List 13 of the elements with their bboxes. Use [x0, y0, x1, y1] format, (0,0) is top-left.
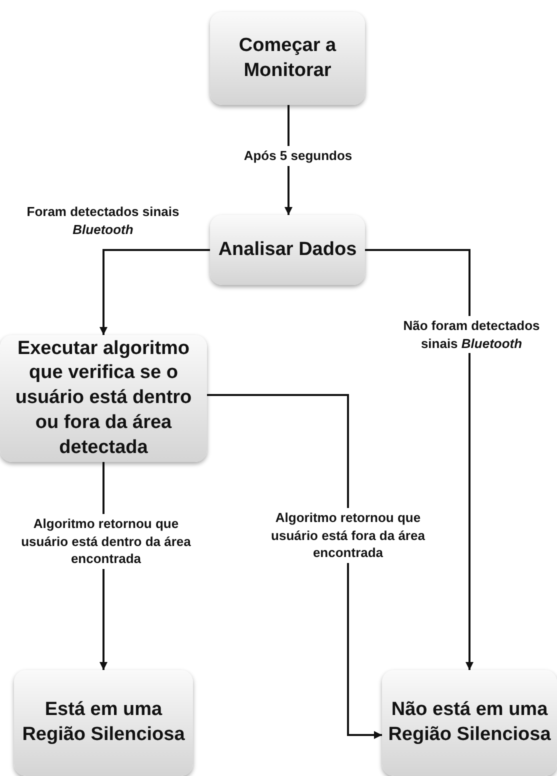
node-label: Começar a Monitorar — [238, 34, 338, 82]
arrow — [365, 249, 474, 670]
node-label: Executar algoritmo que verifica se o usuário está dentro ou fora da área detectada — [14, 336, 193, 460]
process-box — [382, 670, 557, 776]
arrow — [207, 394, 382, 739]
process-box — [0, 335, 207, 462]
node-label: Analisar Dados — [218, 238, 357, 262]
process-box — [210, 12, 365, 105]
node-label: Não está em uma Região Silenciosa — [388, 698, 551, 747]
arrow — [100, 249, 210, 335]
process-box — [14, 670, 193, 776]
process-box — [210, 215, 365, 285]
node-label: Está em uma Região Silenciosa — [21, 698, 186, 747]
